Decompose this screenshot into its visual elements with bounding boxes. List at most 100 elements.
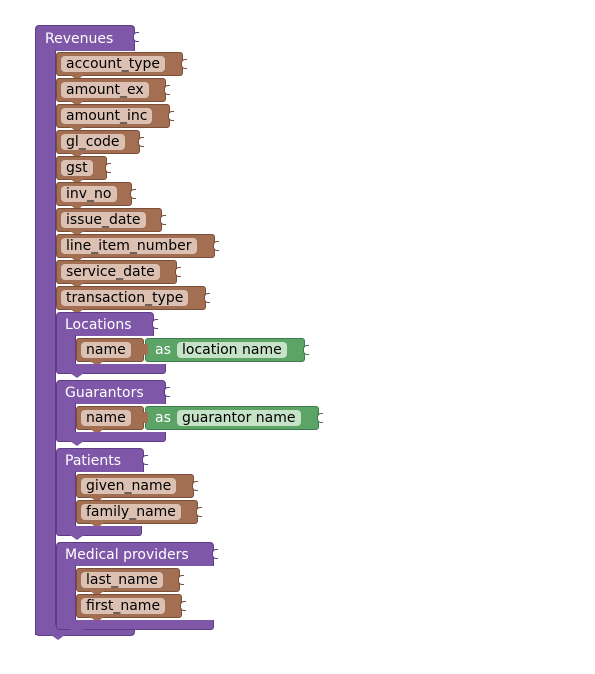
field-block[interactable]: issue_date <box>56 208 166 232</box>
field-name-label: transaction_type <box>61 290 189 306</box>
as-label: as <box>155 410 171 426</box>
field-block[interactable]: account_type <box>56 52 187 76</box>
next-connector-tab <box>70 309 84 314</box>
field-block[interactable]: gl_code <box>56 130 144 154</box>
next-connector-tab <box>90 497 104 502</box>
group-block-header[interactable]: Guarantors <box>56 380 170 404</box>
field-name-label: name <box>81 410 131 426</box>
output-notch <box>180 601 186 611</box>
field-block[interactable]: name <box>76 338 148 362</box>
output-notch <box>212 549 218 559</box>
group-title: Patients <box>65 453 122 469</box>
output-notch <box>204 293 210 303</box>
field-name-label: inv_no <box>61 186 117 202</box>
revenues-block-footer <box>35 625 135 636</box>
next-connector-tab <box>70 101 84 106</box>
output-notch <box>181 59 187 69</box>
next-connector-tab <box>70 179 84 184</box>
group-title: Medical providers <box>65 547 189 563</box>
field-name-label: name <box>81 342 131 358</box>
input-slot <box>142 344 148 355</box>
group-block-spine <box>56 403 76 433</box>
field-name-label: line_item_number <box>61 238 197 254</box>
group-block-header[interactable]: Locations <box>56 312 158 336</box>
next-connector-tab <box>70 535 84 540</box>
output-notch <box>130 189 136 199</box>
revenues-title: Revenues <box>45 31 114 47</box>
revenues-block-header[interactable]: Revenues <box>35 25 139 51</box>
field-name-label: issue_date <box>61 212 146 228</box>
next-connector-tab <box>90 429 104 434</box>
field-block[interactable]: gst <box>56 156 111 180</box>
input-slot <box>142 412 148 423</box>
next-connector-tab <box>70 231 84 236</box>
field-name-label: family_name <box>81 504 181 520</box>
next-connector-tab <box>70 127 84 132</box>
field-block[interactable]: transaction_type <box>56 286 210 310</box>
group-block-footer <box>56 432 166 442</box>
field-block[interactable]: name <box>76 406 148 430</box>
field-name-label: last_name <box>81 572 163 588</box>
next-connector-tab <box>51 635 65 640</box>
output-notch <box>152 319 158 329</box>
as-label: as <box>155 342 171 358</box>
output-notch <box>317 413 323 423</box>
group-block-footer <box>56 364 166 374</box>
group-block-header[interactable]: Medical providers <box>56 542 218 566</box>
output-notch <box>192 481 198 491</box>
field-block[interactable]: first_name <box>76 594 186 618</box>
output-notch <box>164 387 170 397</box>
output-notch <box>178 575 184 585</box>
next-connector-tab <box>90 617 104 622</box>
group-block-spine <box>56 335 76 365</box>
revenues-block-spine <box>35 50 56 635</box>
output-notch <box>168 111 174 121</box>
output-notch <box>138 137 144 147</box>
field-name-label: amount_inc <box>61 108 153 124</box>
field-name-label: given_name <box>81 478 177 494</box>
next-connector-tab <box>90 591 104 596</box>
field-name-label: gst <box>61 160 93 176</box>
alias-name-input[interactable]: location name <box>177 342 287 358</box>
output-notch <box>142 455 148 465</box>
field-block[interactable]: inv_no <box>56 182 136 206</box>
field-name-label: service_date <box>61 264 160 280</box>
group-block-footer <box>56 620 214 630</box>
field-name-label: first_name <box>81 598 166 614</box>
group-title: Locations <box>65 317 132 333</box>
field-block[interactable]: last_name <box>76 568 184 592</box>
group-block-spine <box>56 471 76 527</box>
field-name-label: amount_ex <box>61 82 149 98</box>
next-connector-tab <box>90 523 104 528</box>
alias-block[interactable]: as location name <box>142 338 309 362</box>
field-block[interactable]: amount_ex <box>56 78 170 102</box>
next-connector-tab <box>70 283 84 288</box>
field-block[interactable]: family_name <box>76 500 202 524</box>
alias-name-input[interactable]: guarantor name <box>177 410 301 426</box>
group-block-spine <box>56 565 76 621</box>
group-block-header[interactable]: Patients <box>56 448 148 472</box>
field-block[interactable]: given_name <box>76 474 198 498</box>
next-connector-tab <box>70 441 84 446</box>
group-block-footer <box>56 526 142 536</box>
next-connector-tab <box>70 75 84 80</box>
field-block[interactable]: service_date <box>56 260 181 284</box>
next-connector-tab <box>70 205 84 210</box>
next-connector-tab <box>70 629 84 634</box>
output-notch <box>133 32 139 42</box>
next-connector-tab <box>70 373 84 378</box>
group-title: Guarantors <box>65 385 144 401</box>
alias-block[interactable]: as guarantor name <box>142 406 323 430</box>
next-connector-tab <box>90 361 104 366</box>
next-connector-tab <box>70 153 84 158</box>
output-notch <box>164 85 170 95</box>
field-block[interactable]: line_item_number <box>56 234 219 258</box>
next-connector-tab <box>70 257 84 262</box>
field-name-label: gl_code <box>61 134 125 150</box>
output-notch <box>303 345 309 355</box>
output-notch <box>213 241 219 251</box>
output-notch <box>175 267 181 277</box>
field-block[interactable]: amount_inc <box>56 104 174 128</box>
output-notch <box>105 163 111 173</box>
